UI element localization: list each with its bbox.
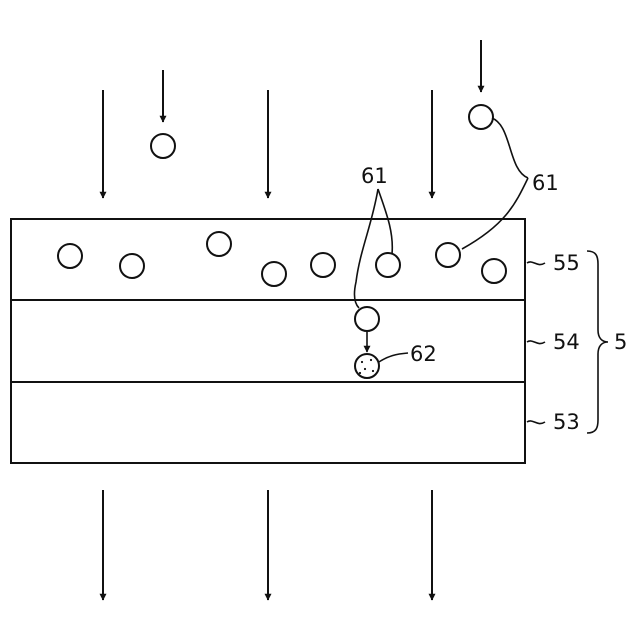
particle-above-left <box>151 134 175 158</box>
particle <box>207 232 231 256</box>
particle <box>262 262 286 286</box>
particle <box>311 253 335 277</box>
stack-brace <box>587 251 608 433</box>
particle-above-right <box>469 105 493 129</box>
label-61-right: 61 <box>532 171 559 195</box>
label-62: 62 <box>410 342 437 366</box>
particle <box>436 243 460 267</box>
particle <box>376 253 400 277</box>
particles-layer-55 <box>58 232 506 286</box>
particle <box>120 254 144 278</box>
outgoing-arrows <box>103 490 432 600</box>
particle <box>58 244 82 268</box>
label-5: 5 <box>614 330 627 354</box>
leader-54 <box>527 341 545 344</box>
label-55: 55 <box>553 251 580 275</box>
particle-migrating <box>355 307 379 331</box>
leader-line <box>462 178 528 249</box>
leader-line <box>354 189 378 308</box>
captured-particle <box>355 354 379 378</box>
label-53: 53 <box>553 410 580 434</box>
leader-61-center <box>354 189 392 308</box>
leader-55 <box>527 262 545 265</box>
leader-61-right <box>462 118 528 249</box>
incoming-arrows <box>103 40 481 198</box>
leader-53 <box>527 421 545 424</box>
particle <box>482 259 506 283</box>
leader-62 <box>379 353 408 362</box>
label-61-center: 61 <box>361 164 388 188</box>
leader-line <box>492 118 528 178</box>
label-54: 54 <box>553 330 580 354</box>
leader-line <box>378 189 392 254</box>
